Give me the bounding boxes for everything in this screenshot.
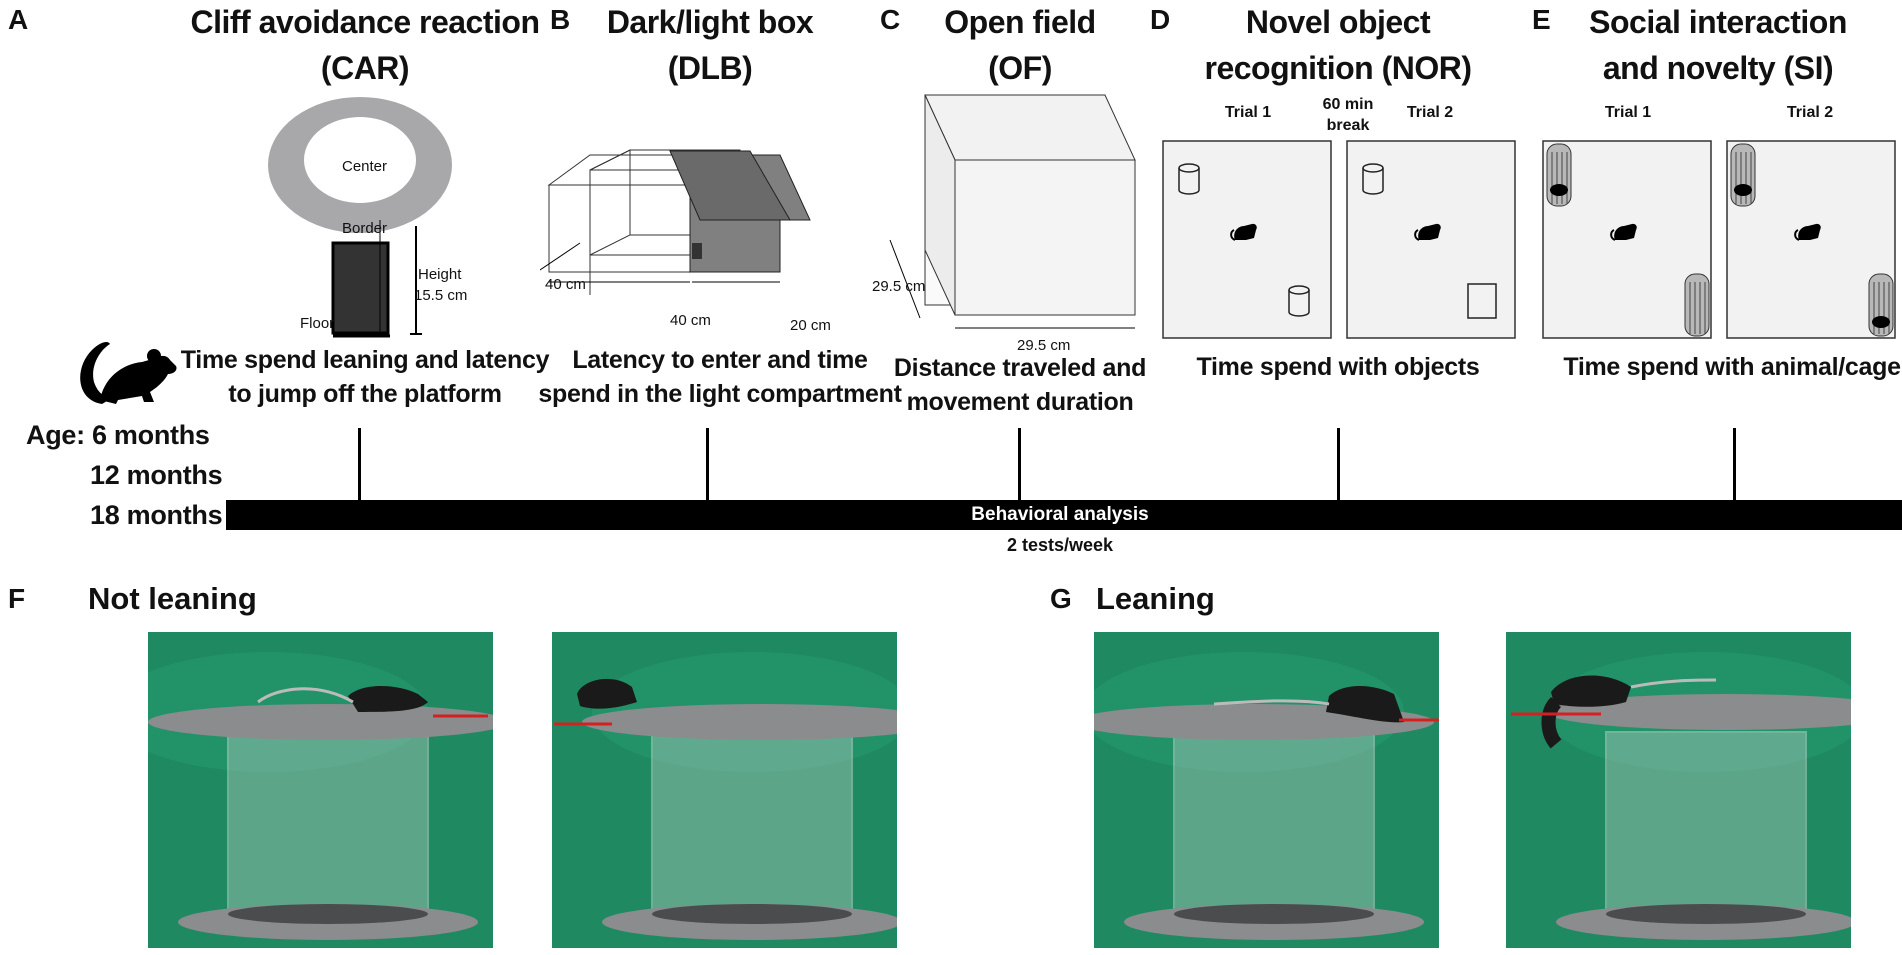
of-diagram [889, 94, 1136, 329]
age-12-months: 12 months [90, 460, 223, 490]
nor-trial2-label: Trial 2 [1406, 104, 1454, 121]
car-floor-label: Floor [300, 315, 335, 332]
panel-f-title: Not leaning [88, 581, 257, 616]
mouse-icon [80, 342, 177, 404]
si-trial2-label: Trial 2 [1786, 104, 1834, 121]
dlb-light-length-label: 40 cm [670, 312, 711, 329]
panel-d-desc: Time spend with objects [1196, 353, 1480, 381]
panel-c-title-line1: Open field [944, 4, 1096, 40]
panel-b-desc-line2: spend in the light compartment [538, 380, 902, 408]
panel-letter-b: B [550, 4, 571, 35]
timeline-sublabel: 2 tests/week [1006, 535, 1114, 555]
dlb-depth-label: 40 cm [545, 276, 586, 293]
si-arenas [1542, 140, 1896, 339]
panel-e-desc: Time spend with animal/cage [1563, 353, 1901, 381]
dlb-diagram [540, 149, 811, 295]
panel-b-title-line1: Dark/light box [606, 4, 814, 40]
panel-c-desc-line2: movement duration [906, 388, 1134, 416]
panel-letter-f: F [8, 583, 26, 614]
panel-letter-a: A [8, 4, 29, 35]
of-width-label: 29.5 cm [1017, 337, 1071, 354]
car-height-value: 15.5 cm [414, 287, 468, 304]
timeline-tick-of [1018, 428, 1021, 501]
timeline-label: Behavioral analysis [971, 504, 1149, 525]
dlb-dark-lid [669, 150, 791, 221]
photo-f1 [148, 632, 493, 948]
nor-arenas [1162, 140, 1516, 339]
car-platform-pillar [331, 241, 390, 335]
timeline-tick-car [358, 428, 361, 501]
panel-a-title-line1: Cliff avoidance reaction [190, 4, 540, 40]
panel-letter-c: C [880, 4, 901, 35]
dlb-light-front [548, 184, 691, 273]
timeline-tick-si [1733, 428, 1736, 501]
photo-g2 [1506, 632, 1851, 948]
of-depth-label: 29.5 cm [872, 278, 926, 295]
nor-break-line2: break [1326, 117, 1370, 134]
panel-a-title-line2: (CAR) [320, 50, 410, 86]
timeline-tick-nor [1337, 428, 1340, 501]
panel-b-title-line2: (DLB) [667, 50, 753, 86]
panel-e-title-line1: Social interaction [1589, 4, 1847, 40]
age-18-months: 18 months [90, 500, 223, 530]
panel-a-desc-line1: Time spend leaning and latency [180, 346, 550, 374]
panel-letter-g: G [1050, 583, 1072, 614]
nor-trial1-label: Trial 1 [1224, 104, 1272, 121]
panel-c-title-line2: (OF) [988, 50, 1052, 86]
car-center-label: Center [342, 158, 388, 175]
panel-a-desc-line2: to jump off the platform [228, 380, 502, 408]
timeline-tick-dlb [706, 428, 709, 501]
car-height-label: Height [418, 266, 462, 283]
panel-b-desc-line1: Latency to enter and time [572, 346, 868, 374]
panel-c-desc-line1: Distance traveled and [893, 354, 1147, 382]
car-diagram [268, 97, 452, 338]
panel-g-title: Leaning [1096, 581, 1215, 616]
timeline-bar [226, 500, 1902, 530]
panel-letter-d: D [1150, 4, 1171, 35]
panel-e-title-line2: and novelty (SI) [1602, 50, 1834, 86]
photo-f2 [552, 632, 897, 948]
photo-g1 [1094, 632, 1439, 948]
nor-break-line1: 60 min [1322, 96, 1374, 113]
of-front-wall [954, 159, 1136, 316]
si-trial1-label: Trial 1 [1604, 104, 1652, 121]
dlb-light-side [589, 149, 631, 256]
dlb-dark-length-label: 20 cm [790, 317, 831, 334]
panel-d-title-line2: recognition (NOR) [1204, 50, 1472, 86]
panel-letter-e: E [1532, 4, 1551, 35]
panel-d-title-line1: Novel object [1245, 4, 1431, 40]
car-border-label: Border [342, 220, 388, 237]
car-center-zone [304, 117, 416, 203]
age-6-months: Age: 6 months [26, 420, 210, 450]
